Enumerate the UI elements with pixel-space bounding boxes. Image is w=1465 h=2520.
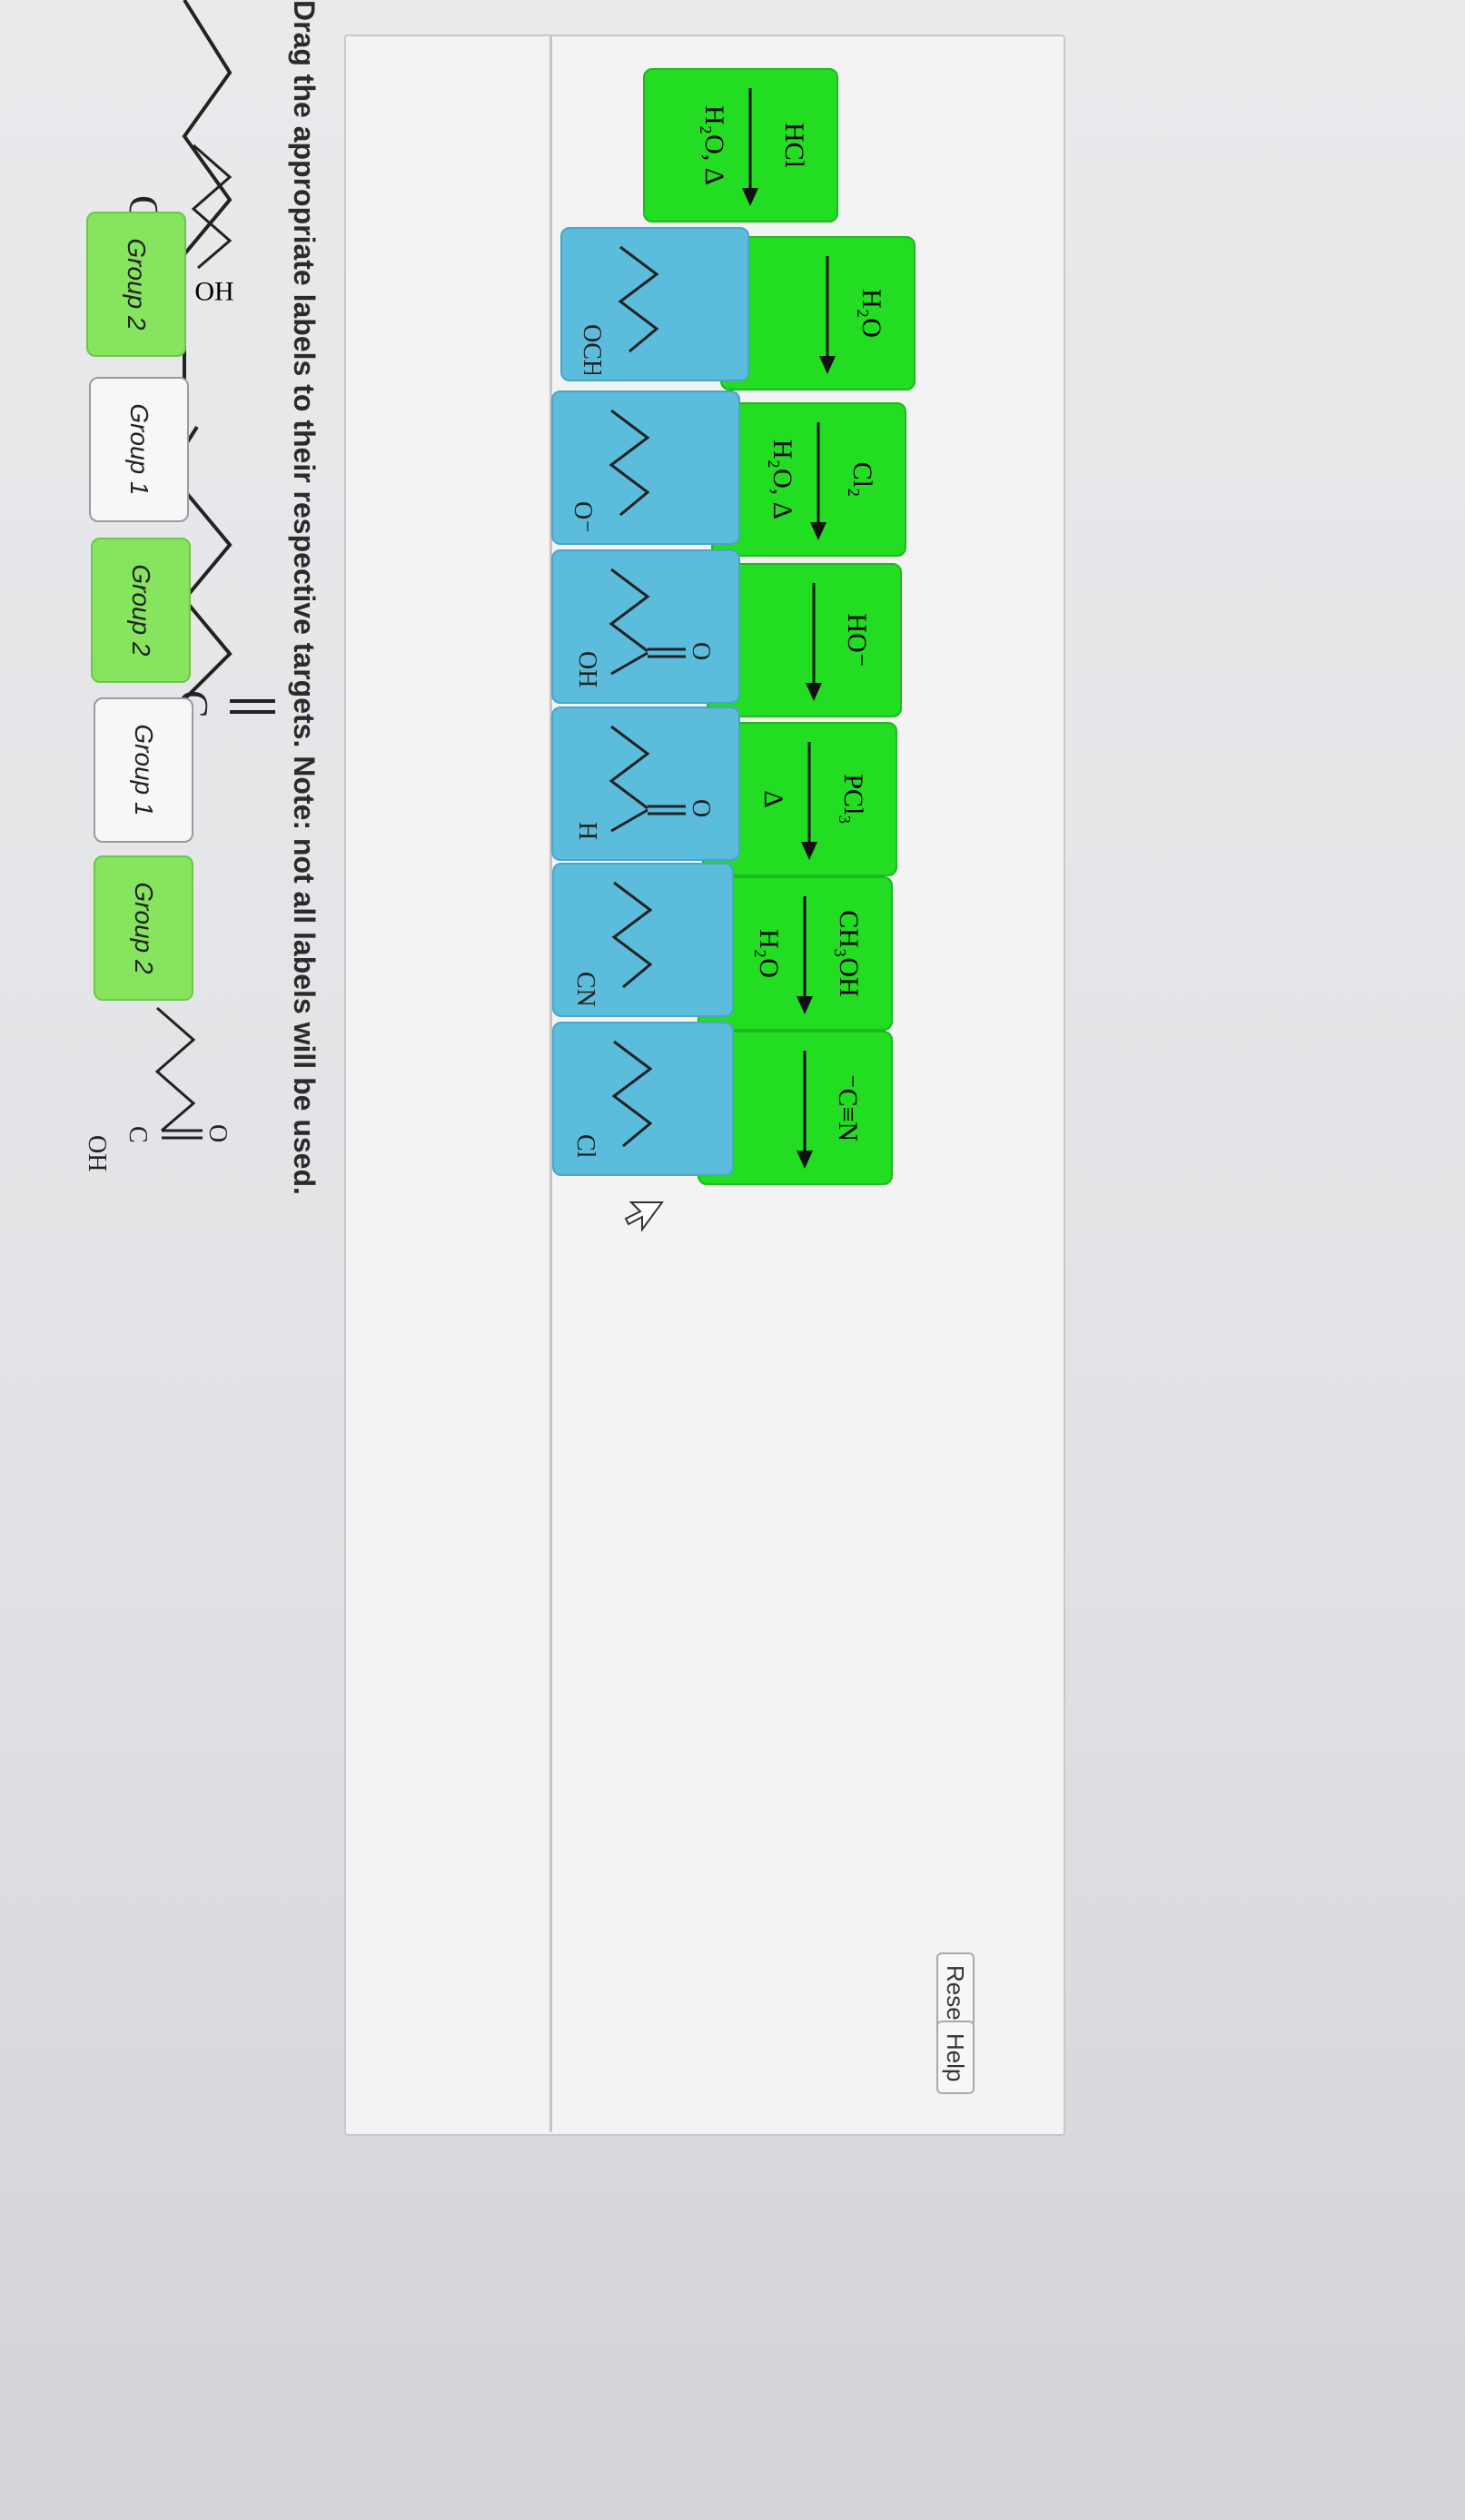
reagent-tile-3[interactable]: Cl₂ H₂O, Δ <box>711 402 906 557</box>
reagent-arrow-icon <box>797 896 813 1014</box>
reagent-tile-2[interactable]: H₂O <box>720 236 916 390</box>
help-button[interactable]: Help <box>936 2021 975 2095</box>
nitrile-structure-icon: CN <box>571 881 653 1007</box>
structure-tile-ether[interactable]: OCH₃ <box>560 227 749 381</box>
drop-target-2[interactable]: Group 1 <box>89 377 189 522</box>
reagent-tile-1[interactable]: HCl H₂O, Δ <box>643 68 838 222</box>
target-label: Group 2 <box>130 882 158 974</box>
structure-label: OCH₃ <box>578 324 606 374</box>
structure-label: CN <box>571 972 599 1007</box>
reagent-tile-6[interactable]: CH₃OH H₂O <box>698 876 893 1031</box>
pathway-start-structure <box>191 143 233 270</box>
pathway-end-structure: O C OH <box>83 1006 232 1171</box>
structure-label: Cl <box>571 1134 599 1159</box>
drop-target-3[interactable]: Group 2 <box>91 538 191 683</box>
reagent-tile-5[interactable]: PCl₃ Δ <box>702 722 897 876</box>
carbonyl-o-label: O <box>687 799 715 817</box>
ether-structure-icon: OCH₃ <box>578 245 659 374</box>
reagent-bottom-label: Δ <box>758 790 788 808</box>
pathway-start-label: OH <box>194 276 234 307</box>
product-chain <box>182 489 233 701</box>
structure-tile-carboxylic-acid[interactable]: O OH <box>551 549 740 704</box>
reagent-arrow-icon <box>810 422 827 540</box>
reagent-tile-4[interactable]: HO⁻ <box>707 563 902 717</box>
reagent-arrow-icon <box>806 583 822 701</box>
reagent-top-label: HO⁻ <box>842 613 872 667</box>
structure-label: H <box>573 822 601 840</box>
alkoxide-structure-icon: O⁻ <box>569 409 650 533</box>
aldehyde-structure-icon: O H <box>573 725 715 840</box>
reagent-bottom-label: H₂O <box>754 929 784 978</box>
alkyl-chloride-structure-icon: Cl <box>571 1040 653 1159</box>
end-hydroxyl-label: OH <box>83 1135 111 1171</box>
reagent-arrow-icon <box>801 742 817 860</box>
structure-tile-alkyl-chloride[interactable]: Cl <box>552 1022 734 1176</box>
carboxylic-acid-structure-icon: O OH <box>573 568 715 687</box>
reagent-top-label: H₂O <box>856 289 886 338</box>
reagent-tile-7[interactable]: ⁻C≡N <box>698 1031 893 1185</box>
mouse-cursor-icon <box>624 1201 664 1233</box>
reagent-bottom-label: H₂O, Δ <box>699 104 729 186</box>
carbonyl-o-label: O <box>687 642 715 660</box>
target-label: Group 2 <box>127 564 155 657</box>
end-carbon-label: C <box>124 1126 152 1143</box>
reagent-top-label: CH₃OH <box>834 910 864 997</box>
reagent-bottom-label: H₂O, Δ <box>767 439 797 520</box>
structure-label: OH <box>573 651 601 687</box>
drop-target-5[interactable]: Group 2 <box>94 855 193 1001</box>
reactant-chain <box>182 0 233 256</box>
drop-target-1[interactable]: Group 2 <box>86 212 186 357</box>
instruction-text: Drag the appropriate labels to their res… <box>288 0 321 1195</box>
reagent-top-label: HCl <box>779 122 809 168</box>
structure-tile-nitrile[interactable]: CN <box>552 863 734 1017</box>
target-label: Group 2 <box>123 238 151 331</box>
reagent-top-label: PCl₃ <box>838 774 868 825</box>
reagent-arrow-icon <box>819 256 836 374</box>
structure-label: O⁻ <box>569 501 597 533</box>
reagent-top-label: Cl₂ <box>847 461 877 498</box>
end-carbonyl-label: O <box>203 1124 232 1142</box>
reagent-arrow-icon <box>742 88 758 206</box>
reagent-arrow-icon <box>797 1051 813 1169</box>
reagent-top-label: ⁻C≡N <box>833 1073 863 1142</box>
structure-tile-alkoxide[interactable]: O⁻ <box>551 390 740 545</box>
target-label: Group 1 <box>125 403 153 496</box>
target-label: Group 1 <box>130 724 158 816</box>
drop-target-4[interactable]: Group 1 <box>94 697 193 843</box>
structure-tile-aldehyde[interactable]: O H <box>551 707 740 861</box>
